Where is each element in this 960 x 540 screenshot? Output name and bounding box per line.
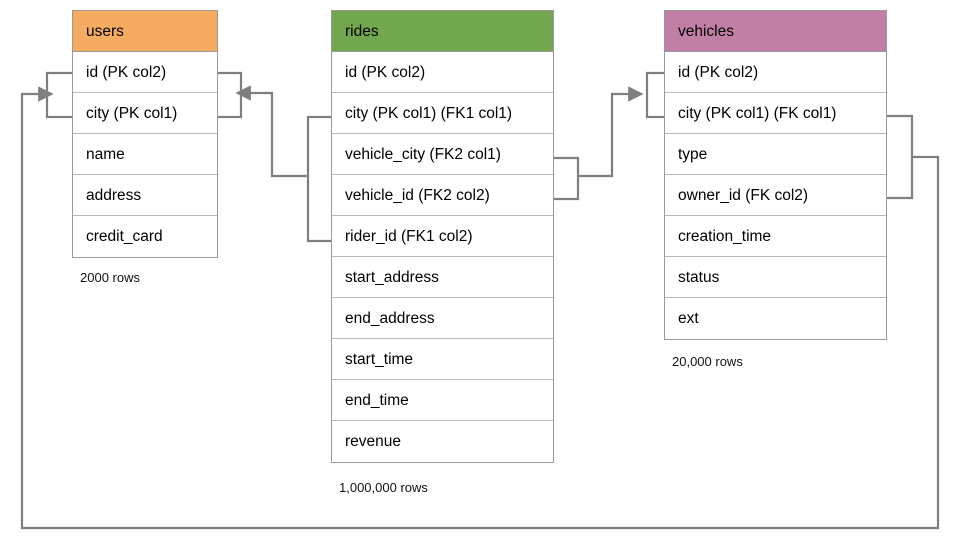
table-users-column-address[interactable]: address [73, 175, 217, 216]
table-rides[interactable]: rides id (PK col2) city (PK col1) (FK1 c… [331, 10, 554, 463]
connector-rides-fk1-users [218, 71, 331, 243]
table-rides-column-id[interactable]: id (PK col2) [332, 52, 553, 93]
table-rides-column-rider-id[interactable]: rider_id (FK1 col2) [332, 216, 553, 257]
table-vehicles[interactable]: vehicles id (PK col2) city (PK col1) (FK… [664, 10, 887, 340]
table-rides-column-vehicle-id[interactable]: vehicle_id (FK2 col2) [332, 175, 553, 216]
table-vehicles-column-creation-time[interactable]: creation_time [665, 216, 886, 257]
table-users-header: users [73, 11, 217, 52]
table-vehicles-header: vehicles [665, 11, 886, 52]
table-rides-row-count: 1,000,000 rows [339, 480, 428, 495]
table-rides-column-end-time[interactable]: end_time [332, 380, 553, 421]
table-vehicles-column-city[interactable]: city (PK col1) (FK col1) [665, 93, 886, 134]
table-vehicles-column-id[interactable]: id (PK col2) [665, 52, 886, 93]
table-rides-column-end-address[interactable]: end_address [332, 298, 553, 339]
table-rides-column-start-time[interactable]: start_time [332, 339, 553, 380]
table-vehicles-row-count: 20,000 rows [672, 354, 743, 369]
table-users-column-name[interactable]: name [73, 134, 217, 175]
table-rides-column-vehicle-city[interactable]: vehicle_city (FK2 col1) [332, 134, 553, 175]
table-users-column-credit-card[interactable]: credit_card [86, 228, 163, 245]
table-rides-column-start-address[interactable]: start_address [332, 257, 553, 298]
table-users[interactable]: users id (PK col2) city (PK col1) name a… [72, 10, 218, 258]
table-users-column-id[interactable]: id (PK col2) [73, 52, 217, 93]
table-vehicles-column-status[interactable]: status [665, 257, 886, 298]
table-rides-header: rides [332, 11, 553, 52]
table-vehicles-column-type[interactable]: type [665, 134, 886, 175]
table-vehicles-column-owner-id[interactable]: owner_id (FK col2) [665, 175, 886, 216]
table-rides-column-city[interactable]: city (PK col1) (FK1 col1) [332, 93, 553, 134]
table-vehicles-column-ext[interactable]: ext [678, 310, 699, 327]
table-users-row-count: 2000 rows [80, 270, 140, 285]
connector-rides-fk2-vehicles [554, 71, 664, 201]
table-users-column-city[interactable]: city (PK col1) [73, 93, 217, 134]
table-rides-column-revenue[interactable]: revenue [345, 433, 402, 450]
